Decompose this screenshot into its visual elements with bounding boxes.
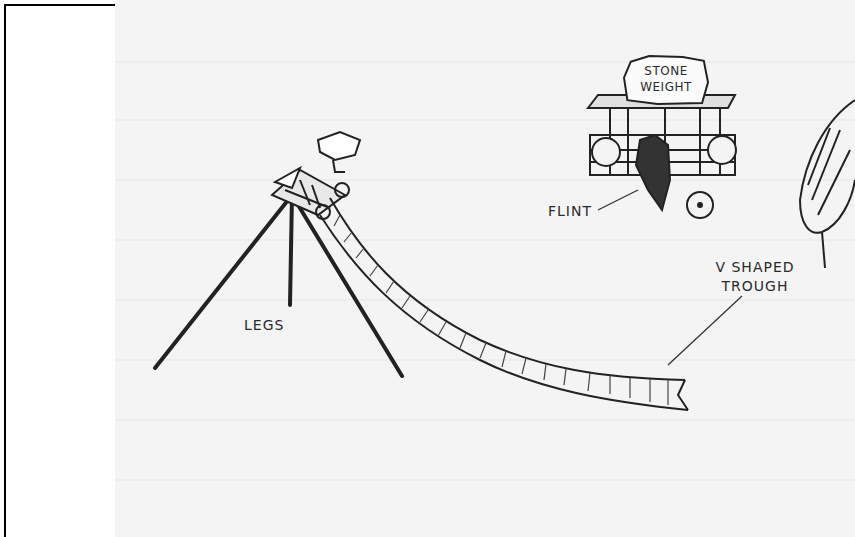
stone-label: STONE WEIGHT <box>635 64 697 95</box>
part-label: LEGS <box>244 316 324 335</box>
part-label: V SHAPED TROUGH <box>690 258 820 296</box>
stone-weight: STONE WEIGHT <box>623 55 709 105</box>
part-label: FLINT <box>548 202 608 221</box>
